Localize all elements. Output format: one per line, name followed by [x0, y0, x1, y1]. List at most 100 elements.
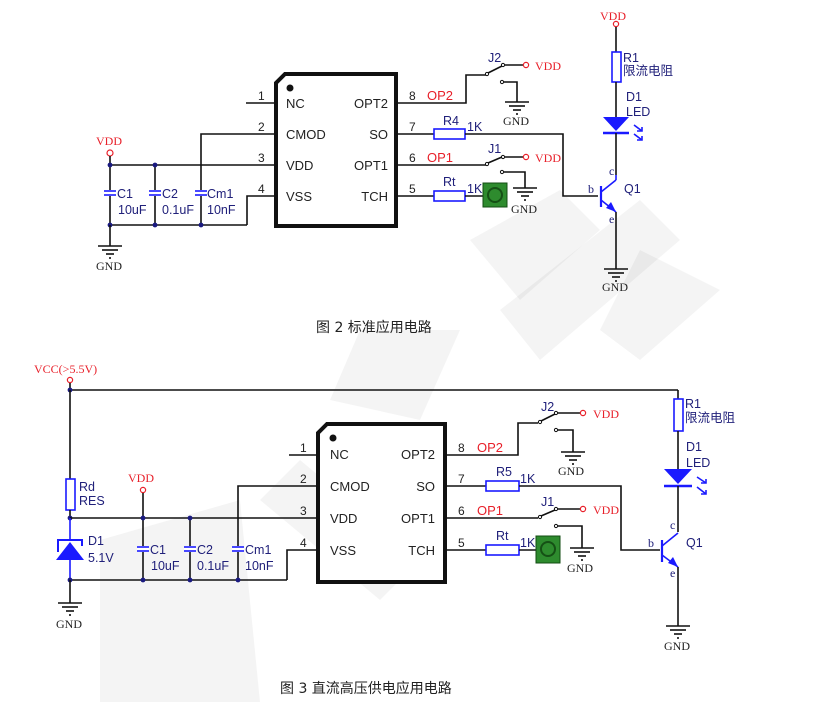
ground-icon [97, 239, 123, 259]
capacitor-c1-icon [137, 546, 149, 552]
pin-label: TCH [408, 543, 435, 558]
rd-ref: Rd [79, 480, 95, 494]
pin-label: OPT1 [354, 158, 388, 173]
touch-ic-chip [274, 72, 398, 228]
pin-label: NC [330, 447, 349, 462]
transistor-q1-icon [599, 175, 617, 213]
d1-value: LED [626, 105, 650, 119]
jumper-j2-icon [484, 62, 523, 85]
ground-icon [512, 181, 538, 201]
j1-ref: J1 [541, 495, 554, 509]
j2-ref: J2 [541, 400, 554, 414]
r1-ref: R1 [685, 397, 701, 411]
resistor-r4-icon [433, 128, 466, 140]
rt-ref: Rt [443, 175, 456, 189]
j2-ref: J2 [488, 51, 501, 65]
jumper-j2-icon [537, 410, 580, 433]
c2-value: 0.1uF [197, 559, 229, 573]
rt-value: 1K [520, 536, 536, 550]
resistor-rt-icon [485, 544, 520, 556]
ground-icon [665, 619, 691, 639]
net-label-op1: OP1 [477, 503, 503, 518]
gnd-label: GND [503, 114, 529, 128]
r1-desc: 限流电阻 [623, 64, 674, 78]
zener-value: 5.1V [88, 551, 114, 565]
transistor-q1-icon [660, 532, 679, 568]
touch-ic-chip [316, 422, 447, 584]
led-d1-icon [603, 117, 643, 141]
pin-number: 5 [409, 182, 416, 196]
c2-ref: C2 [197, 543, 213, 557]
vdd-label: VDD [96, 134, 122, 148]
resistor-r1-icon [673, 398, 684, 432]
gnd-label: GND [56, 617, 82, 631]
pin-label: OPT2 [354, 96, 388, 111]
capacitor-cm1-icon [232, 546, 244, 552]
pin-number: 5 [458, 536, 465, 550]
net-label-op2: OP2 [477, 440, 503, 455]
ground-icon [504, 95, 530, 115]
j1-ref: J1 [488, 142, 501, 156]
r1-ref: R1 [623, 51, 639, 65]
q1-base-label: b [588, 182, 594, 196]
r4-value: 1K [467, 120, 483, 134]
pin-label: TCH [361, 189, 388, 204]
c1-value: 10uF [118, 203, 147, 217]
figure-3-high-voltage-circuit: VCC(>5.5V) Rd RES D1 5.1V GND VDD [34, 362, 736, 697]
net-label-op2: OP2 [427, 88, 453, 103]
zener-diode-d1-icon [56, 539, 84, 560]
q1-base-label: b [648, 536, 654, 550]
figure-2-caption: 图 2 标准应用电路 [316, 319, 432, 336]
q1-emitter-label: e [670, 566, 675, 580]
gnd-label: GND [96, 259, 122, 273]
r4-ref: R4 [443, 114, 459, 128]
capacitor-cm1-icon [195, 190, 207, 196]
pin-number: 7 [458, 472, 465, 486]
pin-number: 6 [458, 504, 465, 518]
pin-label: SO [416, 479, 435, 494]
ground-icon [569, 541, 595, 561]
pin-number: 3 [258, 151, 265, 165]
pin-label: VDD [330, 511, 357, 526]
rt-ref: Rt [496, 529, 509, 543]
ground-icon [57, 596, 83, 616]
j1-vdd-label: VDD [593, 503, 619, 517]
resistor-r1-icon [611, 51, 622, 83]
resistor-rt-icon [433, 190, 466, 202]
q1-emitter-label: e [609, 212, 614, 226]
pin1-marker-icon [329, 434, 337, 442]
j2-vdd-label: VDD [593, 407, 619, 421]
cm1-value: 10nF [207, 203, 236, 217]
pin-label: NC [286, 96, 305, 111]
resistor-r5-icon [485, 480, 520, 492]
pin-number: 6 [409, 151, 416, 165]
cm1-ref: Cm1 [245, 543, 271, 557]
pin-number: 8 [409, 89, 416, 103]
pin-label: SO [369, 127, 388, 142]
figure-3-caption: 图 3 直流高压供电应用电路 [280, 680, 452, 697]
gnd-label: GND [567, 561, 593, 575]
resistor-rd-icon [65, 478, 76, 511]
touch-pad-icon [482, 182, 508, 208]
pin-number: 1 [300, 441, 307, 455]
pin-number: 2 [258, 120, 265, 134]
vcc-label: VCC(>5.5V) [34, 362, 97, 376]
pin1-marker-icon [286, 84, 294, 92]
touch-pad-icon [535, 535, 561, 564]
j1-vdd-label: VDD [535, 151, 561, 165]
pin-label: OPT2 [401, 447, 435, 462]
pin-label: VDD [286, 158, 313, 173]
vdd-terminal-icon [106, 149, 114, 157]
figure-2-standard-circuit: VDD C1 10uF C2 0 [96, 9, 674, 336]
rt-value: 1K [467, 182, 483, 196]
pin-number: 7 [409, 120, 416, 134]
pin-number: 8 [458, 441, 465, 455]
pin-number: 2 [300, 472, 307, 486]
jumper-j1-icon [484, 154, 523, 175]
pin-number: 4 [300, 536, 307, 550]
pin-label: OPT1 [401, 511, 435, 526]
net-label-op1: OP1 [427, 150, 453, 165]
ground-icon [560, 445, 586, 465]
capacitor-c2-icon [184, 546, 196, 552]
pin-number: 4 [258, 182, 265, 196]
